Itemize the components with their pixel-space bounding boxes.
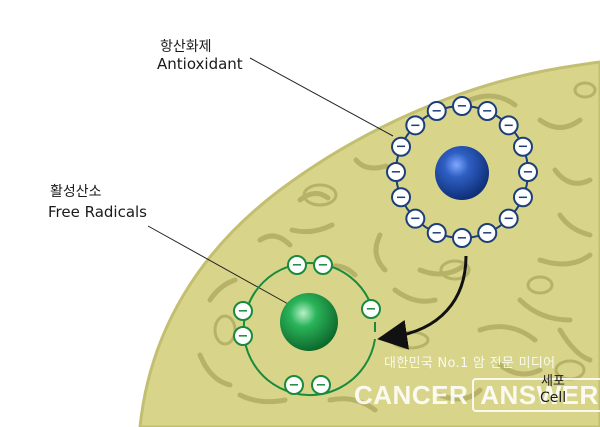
free-radical-electron: − [287, 255, 307, 275]
antioxidant-molecule: −−−−−−−−−−−−−−−− [386, 96, 538, 248]
free-radical-electron: − [284, 375, 304, 395]
antioxidant-electron: − [426, 222, 447, 243]
free-radical-electron: − [233, 301, 253, 321]
antioxidant-core [435, 146, 489, 200]
cell-label-ko: 세포 [541, 374, 565, 389]
cell-label-en: Cell [540, 390, 567, 406]
svg-text:−: − [431, 226, 442, 241]
antioxidant-electron: − [405, 208, 426, 229]
free-radicals-label-ko: 활성산소 [50, 184, 102, 200]
svg-text:−: − [238, 304, 249, 319]
svg-text:−: − [391, 165, 402, 180]
svg-text:−: − [457, 99, 468, 114]
antioxidant-electron: − [512, 187, 533, 208]
antioxidant-electron: − [477, 222, 498, 243]
antioxidant-electron: − [477, 101, 498, 122]
svg-text:−: − [482, 226, 493, 241]
antioxidant-electron: − [512, 136, 533, 157]
antioxidant-label-en: Antioxidant [157, 55, 243, 73]
free-radical-electron: − [311, 375, 331, 395]
antioxidant-electron: − [452, 96, 472, 116]
svg-text:−: − [396, 140, 407, 155]
antioxidant-electron: − [498, 115, 519, 136]
svg-text:−: − [503, 212, 514, 227]
svg-text:−: − [410, 212, 421, 227]
free-radicals-leader-line [147, 225, 291, 306]
antioxidant-electrons: −−−−−−−−−−−−−−−− [386, 96, 538, 248]
electron-transfer-arrow [377, 255, 468, 350]
antioxidant-leader-line [249, 57, 394, 137]
svg-text:−: − [292, 258, 303, 273]
watermark-brand-right: ANSWER [472, 378, 600, 412]
svg-text:−: − [503, 118, 514, 133]
cell-organelles [197, 93, 593, 413]
antioxidant-electron: − [498, 208, 519, 229]
watermark-tagline: 대한민국 No.1 암 전문 미디어 [384, 356, 556, 371]
svg-text:−: − [518, 190, 529, 205]
svg-text:−: − [457, 231, 468, 246]
svg-text:−: − [523, 165, 534, 180]
free-radical-electron: − [361, 299, 381, 319]
svg-text:−: − [316, 378, 327, 393]
free-radical-molecule: −−−−−−− [233, 255, 381, 397]
antioxidant-electron: − [426, 101, 447, 122]
antioxidant-electron: − [518, 162, 538, 182]
svg-text:−: − [396, 190, 407, 205]
free-radicals-label-en: Free Radicals [48, 203, 147, 221]
svg-text:−: − [518, 140, 529, 155]
antioxidant-electron: − [452, 228, 472, 248]
svg-text:−: − [366, 302, 377, 317]
antioxidant-electron: − [391, 136, 412, 157]
free-radical-electrons: −−−−−−− [233, 255, 381, 395]
antioxidant-electron: − [391, 187, 412, 208]
svg-text:−: − [431, 104, 442, 119]
svg-text:−: − [238, 329, 249, 344]
svg-text:−: − [482, 104, 493, 119]
svg-text:−: − [410, 118, 421, 133]
svg-text:−: − [289, 378, 300, 393]
free-radical-electron: − [233, 326, 253, 346]
antioxidant-electron: − [405, 115, 426, 136]
cell-body [138, 60, 600, 427]
antioxidant-label-ko: 항산화제 [160, 39, 212, 55]
svg-text:−: − [318, 258, 329, 273]
free-radical-electron: − [313, 255, 333, 275]
watermark-brand-left: CANCER [354, 380, 469, 410]
free-radical-core [280, 293, 338, 351]
antioxidant-electron: − [386, 162, 406, 182]
